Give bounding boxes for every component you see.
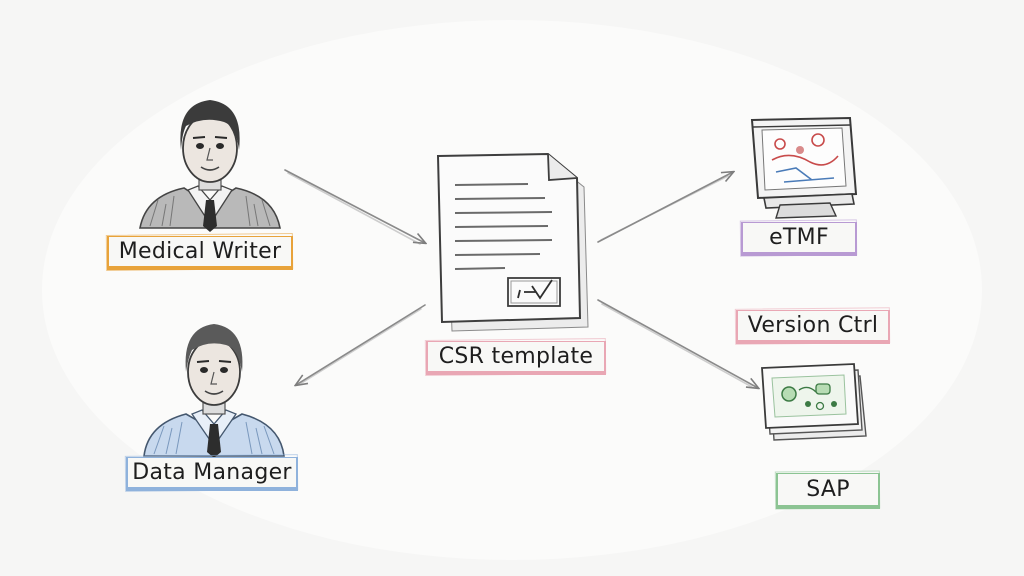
label-sap: SAP [776,473,880,509]
edge-template-to-etmf-sketch [600,175,729,241]
person-icon [139,100,281,232]
connectors [284,169,758,388]
edge-template-to-data-manager [296,304,426,385]
document-icon [436,152,589,332]
edge-template-to-etmf [597,172,733,243]
edge-template-to-sap-sketch [601,303,753,388]
edge-template-to-data-manager-sketch [299,308,422,385]
label-medical-writer: Medical Writer [107,236,293,270]
document-stack-icon [761,363,867,441]
edge-writer-to-template [284,169,425,243]
label-version-ctrl: Version Ctrl [736,310,890,344]
label-etmf: eTMF [741,222,857,256]
person-icon [143,324,285,458]
label-data-manager: Data Manager [126,457,298,491]
edge-template-to-sap [597,299,758,388]
monitor-icon [750,116,858,219]
label-csr-template: CSR template [426,341,606,375]
edge-writer-to-template-sketch [287,172,421,245]
